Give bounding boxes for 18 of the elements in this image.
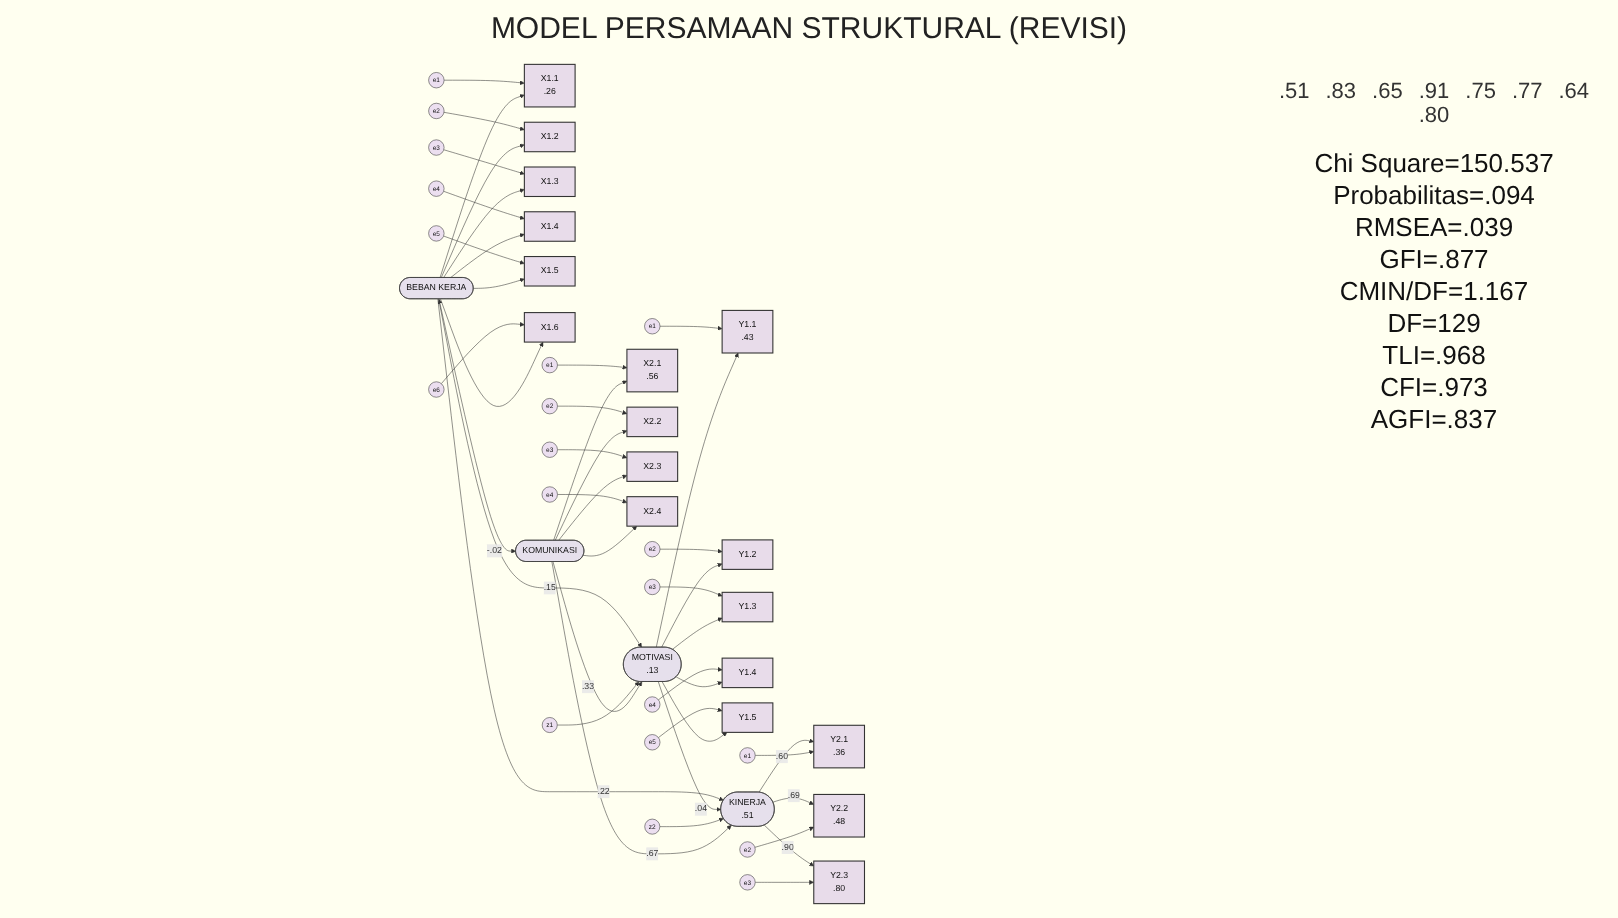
- fit-statistic: DF=129: [1385, 308, 1483, 338]
- fit-statistic: RMSEA=.039: [1352, 212, 1516, 242]
- diagram-title: MODEL PERSAMAAN STRUKTURAL (REVISI): [488, 12, 1130, 46]
- fit-statistic: TLI=.968: [1380, 340, 1488, 370]
- fit-statistic: CFI=.973: [1378, 372, 1490, 402]
- coefficient-label: .77: [1511, 80, 1543, 104]
- coefficient-label: .80: [1418, 104, 1450, 128]
- fit-statistic: CMIN/DF=1.167: [1337, 276, 1531, 306]
- coefficient-label: .91: [1418, 80, 1450, 104]
- fit-statistic: AGFI=.837: [1368, 404, 1500, 434]
- fit-statistic: GFI=.877: [1377, 244, 1491, 274]
- coefficient-label: .65: [1372, 80, 1403, 104]
- fit-statistic: Probabilitas=.094: [1331, 180, 1537, 210]
- coefficient-label: .64: [1558, 80, 1590, 104]
- coefficient-label: .75: [1465, 80, 1496, 104]
- coefficient-label: .83: [1325, 80, 1357, 104]
- coefficient-label: .51: [1278, 80, 1310, 104]
- fit-statistic: Chi Square=150.537: [1312, 148, 1556, 178]
